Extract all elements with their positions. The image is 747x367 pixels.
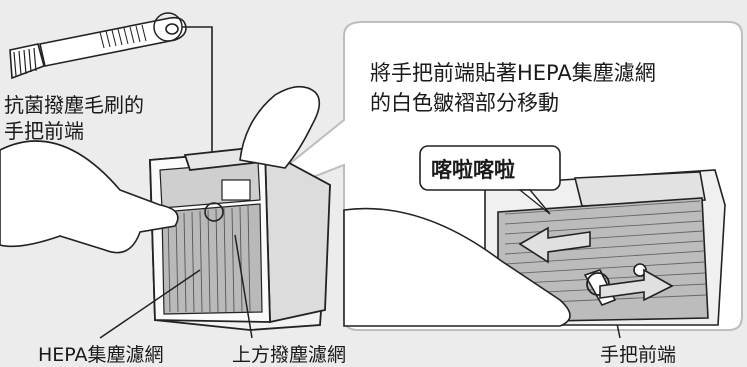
callout-instruction-line2: 的白色皺褶部分移動: [370, 91, 559, 115]
brush-handle-label-line2: 手把前端: [4, 119, 84, 143]
brush-handle-label: 抗菌撥塵毛刷的 手把前端: [4, 92, 144, 144]
brush-tip-leader: [182, 26, 213, 210]
sound-effect-text: 喀啦喀啦: [431, 158, 515, 182]
hepa-filter-label: HEPA集塵濾網: [38, 344, 164, 366]
motion-arrows: [518, 226, 674, 302]
antibacterial-brush: [9, 12, 187, 80]
brush-handle-label-line1: 抗菌撥塵毛刷的: [4, 93, 144, 117]
callout-instruction: 將手把前端貼著HEPA集塵濾網 的白色皺褶部分移動: [370, 58, 656, 118]
hands: [0, 85, 321, 254]
handle-tip-label: 手把前端: [600, 344, 677, 366]
contact-point-circle: [204, 202, 224, 222]
callout-instruction-line1: 將手把前端貼著HEPA集塵濾網: [370, 61, 656, 85]
sound-bubble: [419, 145, 561, 215]
filter-unit: [149, 147, 331, 331]
upper-dust-filter-label: 上方撥塵濾網: [232, 344, 347, 366]
